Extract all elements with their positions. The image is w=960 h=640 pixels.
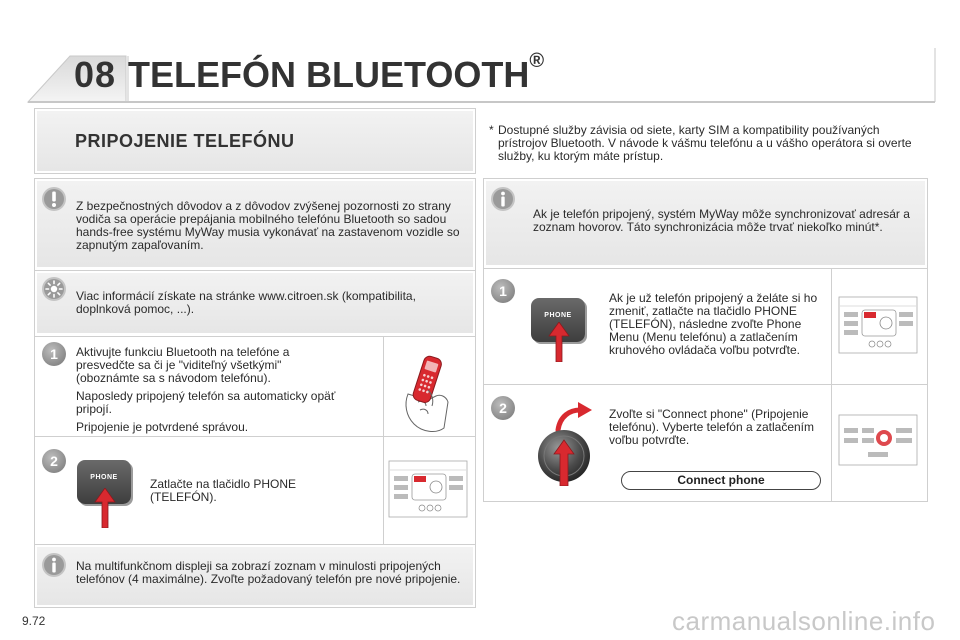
radio-panel-illustration [838, 296, 918, 354]
rotary-knob-illustration [538, 402, 592, 486]
warning-shade [37, 181, 473, 267]
section-title: PRIPOJENIE TELEFÓNU [75, 131, 295, 151]
radio-panel-illustration [838, 414, 918, 466]
tip-shade [37, 273, 473, 333]
phone-key-label: PHONE [544, 312, 572, 319]
info-icon [42, 553, 66, 577]
warning-icon [42, 187, 66, 211]
footnote: * Dostupné služby závisia od siete, kart… [489, 124, 919, 163]
phone-key-label: PHONE [90, 474, 118, 481]
step-1-badge: 1 [491, 279, 515, 303]
step-1-badge: 1 [42, 342, 66, 366]
step-2-text: Zatlačte na tlačidlo PHONE (TELEFÓN). [150, 477, 297, 504]
divider [35, 436, 475, 437]
press-arrow-icon [94, 488, 116, 528]
registered-mark: ® [529, 50, 545, 72]
divider [831, 385, 832, 501]
footnote-text: Dostupné služby závisia od siete, karty … [498, 123, 912, 163]
chapter-title-text: TELEFÓN BLUETOOTH [128, 54, 530, 95]
watermark: carmanualsonline.info [672, 606, 936, 636]
page-number: 9.72 [22, 614, 46, 628]
page-header: 08 TELEFÓN BLUETOOTH® [0, 0, 960, 106]
chapter-title: TELEFÓN BLUETOOTH® [128, 50, 544, 96]
divider [35, 270, 475, 271]
divider [35, 544, 475, 545]
step-2-badge: 2 [42, 449, 66, 473]
header-decoration [26, 48, 936, 103]
info-shade [486, 181, 925, 265]
step-1-instructions: Aktivujte funkciu Bluetooth na telefóne … [76, 346, 346, 434]
step-1-paragraph: Aktivujte funkciu Bluetooth na telefóne … [76, 345, 290, 385]
divider [484, 384, 927, 385]
connect-phone-button[interactable]: Connect phone [621, 471, 821, 490]
step-2-badge: 2 [491, 396, 515, 420]
info-icon [491, 187, 515, 211]
divider [35, 336, 475, 337]
divider [831, 269, 832, 384]
tip-text: Viac informácií získate na stránke www.c… [76, 289, 416, 316]
info-shade [37, 547, 473, 605]
divider [383, 337, 384, 436]
warning-text: Z bezpečnostných dôvodov a z dôvodov zvý… [76, 199, 460, 252]
divider [383, 437, 384, 544]
sun-icon [42, 277, 66, 301]
hand-phone-illustration [405, 355, 449, 432]
panel-shade [37, 111, 473, 171]
press-arrow-icon [548, 322, 570, 362]
divider [484, 268, 927, 269]
info-text: Na multifunkčnom displeji sa zobrazí zoz… [76, 559, 461, 586]
section-title-panel [34, 108, 476, 174]
left-content-panel [34, 178, 476, 608]
sync-info-text: Ak je telefón pripojený, systém MyWay mô… [533, 207, 910, 234]
footnote-marker: * [489, 123, 494, 137]
step-2-text: Zvoľte si "Connect phone" (Pripojenie te… [609, 407, 815, 447]
step-1-paragraph: Naposledy pripojený telefón sa automatic… [76, 389, 336, 416]
chapter-number: 08 [74, 54, 117, 95]
step-1-paragraph: Pripojenie je potvrdené správou. [76, 420, 249, 434]
step-1-text: Ak je už telefón pripojený a želáte si h… [609, 291, 818, 357]
radio-panel-illustration [388, 460, 468, 518]
